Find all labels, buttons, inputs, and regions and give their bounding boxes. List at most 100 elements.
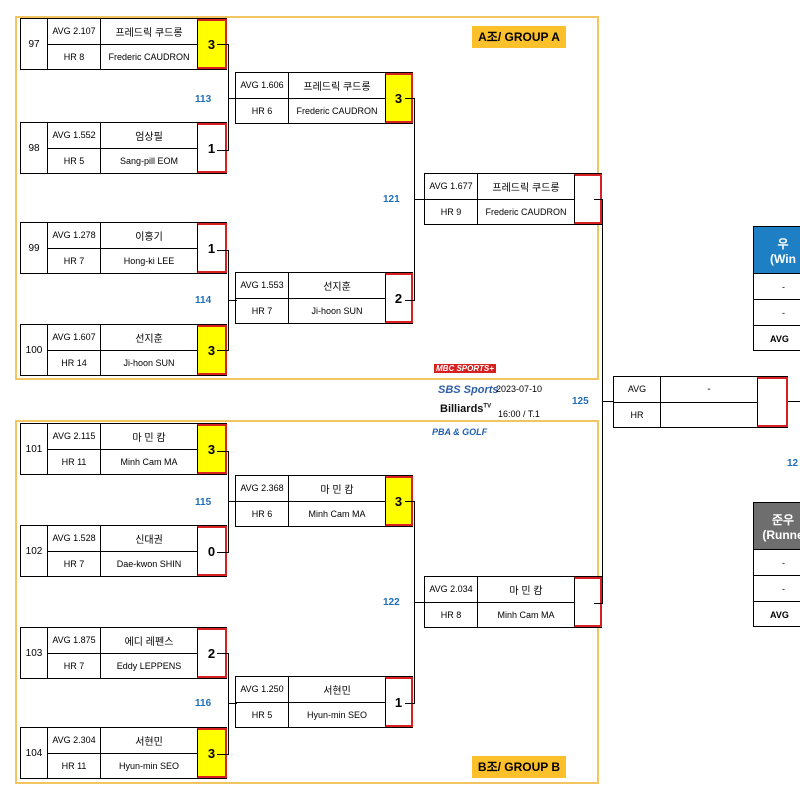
match-number: 121 [383, 194, 400, 205]
bracket-line [405, 98, 415, 99]
match-card[interactable]: 97 AVG 2.107 프레드릭 쿠드롱 HR 8 Frederic CAUD… [20, 18, 227, 70]
runner-up-card-header: 준우 (Runne [754, 503, 800, 549]
player-name-english [661, 403, 757, 428]
event-date: 2023-07-10 [496, 384, 543, 394]
bracket-line [405, 501, 415, 502]
avg-value: AVG 1.677 [425, 174, 478, 199]
player-name-korean: 이홍기 [135, 231, 163, 243]
final-match-card[interactable]: AVG - HR [613, 376, 788, 428]
bracket-line [228, 300, 237, 301]
bracket-line [405, 703, 415, 704]
player-name-english: Ji-hoon SUN [123, 357, 175, 368]
runner-up-avg: AVG [754, 601, 800, 627]
runner-up-row: - [754, 575, 800, 601]
match-score: 3 [197, 728, 227, 778]
match-score: 1 [385, 677, 413, 727]
runner-up-row: - [754, 549, 800, 575]
match-card[interactable]: 102 AVG 1.528 신대권 HR 7 Dae-kwon SHIN 0 [20, 525, 227, 577]
bracket-line [228, 703, 237, 704]
player-name-korean: 서현민 [135, 736, 163, 748]
group-a-label: A조/ GROUP A [472, 26, 566, 48]
match-card[interactable]: AVG 1.553 선지훈 HR 7 Ji-hoon SUN 2 [235, 272, 413, 324]
bracket-line [228, 501, 237, 502]
match-score [757, 377, 788, 427]
bracket-line [788, 401, 800, 402]
bracket-line [228, 653, 229, 755]
player-name-korean: 프레드릭 쿠드롱 [492, 182, 560, 194]
match-card[interactable]: 100 AVG 1.607 선지훈 HR 14 Ji-hoon SUN 3 [20, 324, 227, 376]
match-card[interactable]: AVG 1.677 프레드릭 쿠드롱 HR 9 Frederic CAUDRON [424, 173, 602, 225]
pba-golf-logo: PBA & GOLF [432, 427, 488, 437]
player-name-english: Eddy LEPPENS [116, 660, 182, 671]
winner-card-header: 우 (Win [754, 227, 800, 273]
match-card[interactable]: AVG 2.034 마 민 캄 HR 8 Minh Cam MA [424, 576, 602, 628]
player-name-korean: 에디 레펜스 [124, 636, 174, 648]
match-number: 114 [195, 295, 212, 306]
billiards-tv-logo-sup: TV [483, 403, 492, 410]
player-name-english: Frederic CAUDRON [296, 105, 378, 116]
player-name-english: Frederic CAUDRON [108, 51, 190, 62]
player-name-english: Minh Cam MA [308, 508, 366, 519]
match-card[interactable]: 99 AVG 1.278 이홍기 HR 7 Hong-ki LEE 1 [20, 222, 227, 274]
runner-up-title-en: (Runne [762, 527, 800, 542]
player-name-english: Hyun-min SEO [118, 760, 180, 771]
bracket-line [228, 451, 229, 553]
winner-row: - [754, 299, 800, 325]
match-card[interactable]: AVG 1.606 프레드릭 쿠드롱 HR 6 Frederic CAUDRON… [235, 72, 413, 124]
hr-value: HR 11 [48, 449, 101, 474]
runner-up-card: 준우 (Runne - - AVG [753, 502, 800, 627]
player-name-korean: 서현민 [323, 685, 351, 697]
hr-value: HR 7 [48, 248, 101, 273]
avg-value: AVG 1.606 [236, 73, 289, 98]
avg-value: AVG 2.368 [236, 476, 289, 501]
player-name-english: Minh Cam MA [120, 456, 178, 467]
winner-row: - [754, 273, 800, 299]
seed-number: 101 [21, 424, 48, 474]
hr-value: HR 7 [236, 298, 289, 323]
winner-card: 우 (Win - - AVG [753, 226, 800, 351]
avg-value: AVG 1.250 [236, 677, 289, 702]
seed-number: 102 [21, 526, 48, 576]
match-number: 122 [383, 597, 400, 608]
match-score [574, 577, 602, 627]
hr-value: HR 6 [236, 98, 289, 123]
match-card[interactable]: AVG 1.250 서현민 HR 5 Hyun-min SEO 1 [235, 676, 413, 728]
hr-value: HR 7 [48, 551, 101, 576]
bracket-line [228, 98, 237, 99]
player-name-korean: 선지훈 [135, 333, 163, 345]
player-name-english: Hyun-min SEO [306, 709, 368, 720]
match-card[interactable]: 103 AVG 1.875 에디 레펜스 HR 7 Eddy LEPPENS 2 [20, 627, 227, 679]
bracket-line [602, 401, 614, 402]
avg-value: AVG 1.875 [48, 628, 101, 653]
hr-value: HR 8 [425, 602, 478, 627]
bracket-line [217, 754, 229, 755]
avg-value: AVG 2.304 [48, 728, 101, 753]
bracket-line [217, 250, 229, 251]
player-name: - [707, 383, 711, 395]
runner-up-title: 준우 [771, 512, 795, 527]
match-card[interactable]: 101 AVG 2.115 마 민 캄 HR 11 Minh Cam MA 3 [20, 423, 227, 475]
player-name-korean: 마 민 캄 [509, 585, 543, 597]
seed-number: 104 [21, 728, 48, 778]
avg-value: AVG [614, 377, 661, 402]
player-name-korean: 신대권 [135, 534, 163, 546]
hr-value: HR 6 [236, 501, 289, 526]
match-card[interactable]: AVG 2.368 마 민 캄 HR 6 Minh Cam MA 3 [235, 475, 413, 527]
bracket-line [414, 199, 426, 200]
avg-value: AVG 1.607 [48, 325, 101, 350]
group-b-label: B조/ GROUP B [472, 756, 566, 778]
match-card[interactable]: 104 AVG 2.304 서현민 HR 11 Hyun-min SEO 3 [20, 727, 227, 779]
hr-value: HR 8 [48, 44, 101, 69]
player-name-english: Dae-kwon SHIN [116, 558, 182, 569]
bracket-line [217, 552, 229, 553]
player-name-korean: 프레드릭 쿠드롱 [115, 27, 183, 39]
bracket-line [217, 350, 229, 351]
match-number: 12 [787, 458, 799, 469]
winner-title: 우 [777, 236, 789, 251]
bracket-line [217, 150, 229, 151]
hr-value: HR [614, 402, 661, 427]
player-name-english: Sang-pill EOM [119, 155, 179, 166]
player-name-korean: 엄상필 [135, 131, 163, 143]
match-card[interactable]: 98 AVG 1.552 엄상필 HR 5 Sang-pill EOM 1 [20, 122, 227, 174]
avg-value: AVG 2.107 [48, 19, 101, 44]
